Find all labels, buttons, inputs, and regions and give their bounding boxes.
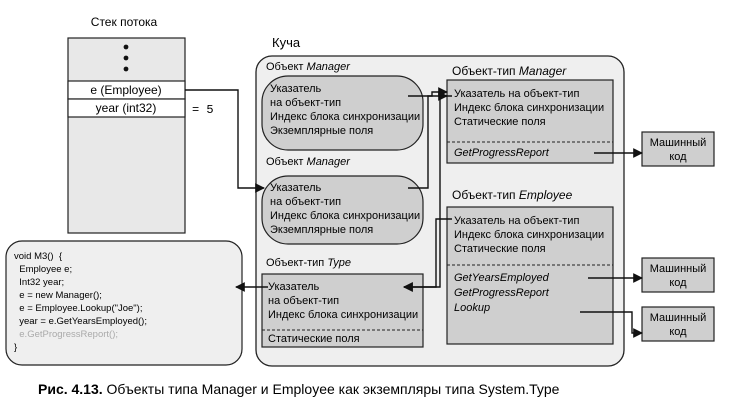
arrow-manager-object-2-to-type [408,91,448,189]
heap-title: Куча [272,35,301,50]
svg-text:Указатель: Указатель [270,83,322,95]
svg-text:Индекс блока синхронизации: Индекс блока синхронизации [268,309,418,321]
code-line: Employee e; [14,264,72,275]
manager-object-1-title: Объект Manager [266,61,351,73]
code-line: year = e.GetYearsEmployed(); [14,316,147,327]
stack-title: Стек потока [91,15,158,29]
arrow-method-to-native-3 [580,311,643,338]
code-line: void M3() { [14,251,62,262]
employee-type-methods: GetYearsEmployed GetProgressReport Looku… [454,272,550,314]
svg-text:Индекс блока синхронизации: Индекс блока синхронизации [454,229,604,241]
svg-text:Экземплярные поля: Экземплярные поля [270,224,373,236]
manager-type-fields: Указатель на объект-тип Индекс блока син… [454,88,604,128]
employee-type-fields: Указатель на объект-тип Индекс блока син… [454,215,604,255]
type-object-title: Объект-тип Type [266,257,351,269]
manager-object-2[interactable] [261,175,424,245]
svg-text:Индекс блока синхронизации: Индекс блока синхронизации [454,102,604,114]
employee-type-method-getprogressreport[interactable]: GetProgressReport [454,287,550,299]
employee-type-method-lookup[interactable]: Lookup [454,302,490,314]
code-line: Int32 year; [14,277,64,288]
manager-type-object[interactable] [446,79,614,164]
svg-text:Указатель на объект-тип: Указатель на объект-тип [454,215,579,227]
manager-object-1[interactable] [261,75,424,151]
code-line: e = new Manager(); [14,290,102,301]
manager-object-2-title: Объект Manager [266,156,351,168]
type-object-fields: Указатель на объект-тип Индекс блока син… [268,281,418,321]
svg-text:код: код [669,151,687,163]
code-line-highlighted: e.GetProgressReport(); [14,329,118,340]
stack-var-year[interactable]: year (int32) [96,101,157,115]
arrow-employee-type-to-type [403,218,452,292]
native-code-box-1[interactable]: Машинный код [641,131,715,167]
manager-type-title: Объект-тип Manager [452,64,567,78]
pointer-arrows [185,87,643,338]
type-object[interactable] [261,273,424,348]
svg-text:на объект-тип: на объект-тип [270,97,341,109]
year-value: = 5 [192,103,214,117]
svg-text:на объект-тип: на объект-тип [268,295,339,307]
manager-object-1-fields: Указатель на объект-тип Индекс блока син… [270,83,420,137]
native-code-box-3[interactable]: Машинный код [641,306,715,342]
code-line: } [14,342,17,353]
type-object-static-fields: Статические поля [268,333,360,345]
svg-text:Индекс блока синхронизации: Индекс блока синхронизации [270,111,420,123]
employee-type-object[interactable] [446,206,614,345]
code-line: e = Employee.Lookup("Joe"); [14,303,142,314]
employee-type-title: Объект-тип Employee [452,188,573,202]
stack-var-e[interactable]: e (Employee) [90,83,161,97]
svg-text:Машинный: Машинный [650,312,707,324]
stack-dots [123,44,129,72]
svg-text:Указатель: Указатель [270,182,322,194]
code-box [5,240,243,366]
figure-caption: Рис. 4.13. Объекты типа Manager и Employ… [38,381,560,397]
svg-text:код: код [669,277,687,289]
code-lines: void M3() { Employee e; Int32 year; e = … [14,251,147,353]
manager-type-method-getprogressreport[interactable]: GetProgressReport [454,147,550,159]
svg-text:Экземплярные поля: Экземплярные поля [270,125,373,137]
arrow-e-to-manager-object [185,89,265,193]
employee-type-method-getyearsemployed[interactable]: GetYearsEmployed [454,272,550,284]
svg-text:Указатель: Указатель [268,281,320,293]
svg-text:Статические поля: Статические поля [454,243,546,255]
svg-text:на объект-тип: на объект-тип [270,196,341,208]
svg-text:Индекс блока синхронизации: Индекс блока синхронизации [270,210,420,222]
native-code-box-2[interactable]: Машинный код [641,257,715,293]
svg-text:Машинный: Машинный [650,263,707,275]
svg-text:Машинный: Машинный [650,137,707,149]
svg-text:Статические поля: Статические поля [454,116,546,128]
svg-text:код: код [669,326,687,338]
svg-text:Указатель на объект-тип: Указатель на объект-тип [454,88,579,100]
manager-object-2-fields: Указатель на объект-тип Индекс блока син… [270,182,420,236]
